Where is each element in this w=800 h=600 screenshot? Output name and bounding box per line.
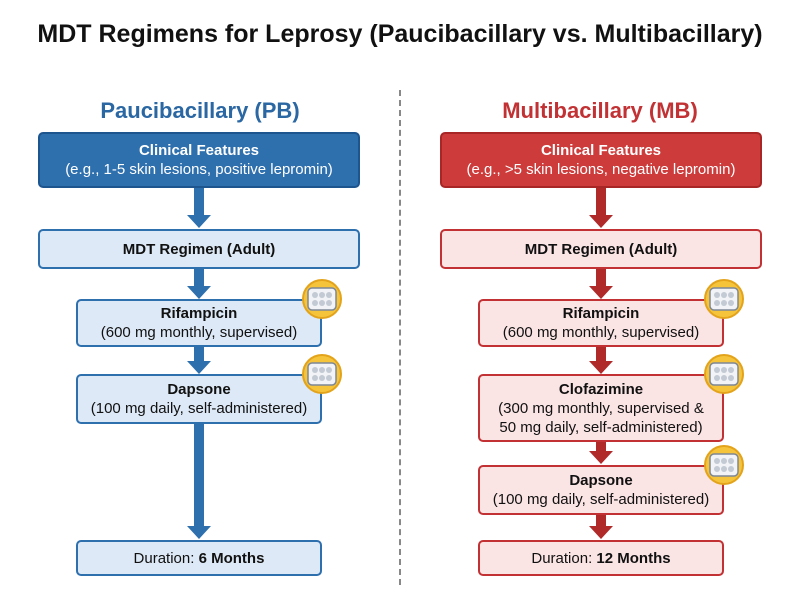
column-divider (399, 90, 401, 585)
mb-drug-name: Dapsone (569, 472, 633, 489)
pb-arrow-4 (194, 424, 204, 527)
pb-drug-name: Rifampicin (160, 305, 238, 322)
pb-arrow-2-head (187, 286, 211, 299)
pb-heading: Paucibacillary (PB) (100, 98, 300, 123)
pill-pack-icon (704, 279, 744, 319)
mb-arrow-1-head (589, 215, 613, 228)
pb-arrow-1 (194, 188, 204, 216)
mb-drug-dapsone-box: Dapsone (100 mg daily, self-administered… (478, 465, 724, 515)
mb-heading: Multibacillary (MB) (502, 98, 698, 123)
mb-drug-name: Clofazimine (558, 380, 644, 398)
mb-drug-detail-2: 50 mg daily, self-administered) (499, 418, 703, 436)
pb-clinical-detail: (e.g., 1-5 skin lesions, positive leprom… (65, 161, 333, 178)
pb-duration-label: Duration: (133, 549, 199, 567)
pb-duration-value: 6 Months (198, 549, 265, 567)
mb-regimen-box: MDT Regimen (Adult) (440, 229, 762, 269)
mb-drug-name: Rifampicin (562, 305, 640, 322)
pb-arrow-2 (194, 269, 204, 287)
pb-drug-name: Dapsone (167, 381, 231, 398)
mb-arrow-3-head (589, 361, 613, 374)
mb-duration-value: 12 Months (596, 549, 671, 567)
mb-drug-clofazimine-box: Clofazimine (300 mg monthly, supervised … (478, 374, 724, 442)
pb-clinical-features-box: Clinical Features (e.g., 1-5 skin lesion… (38, 132, 360, 188)
mb-arrow-5 (596, 515, 606, 527)
pb-arrow-3 (194, 347, 204, 362)
mb-arrow-3 (596, 347, 606, 362)
mb-arrow-4 (596, 442, 606, 452)
pb-drug-rifampicin-box: Rifampicin (600 mg monthly, supervised) (76, 299, 322, 347)
pb-arrow-4-head (187, 526, 211, 539)
mb-drug-rifampicin-box: Rifampicin (600 mg monthly, supervised) (478, 299, 724, 347)
pb-drug-detail: (600 mg monthly, supervised) (100, 324, 298, 341)
pill-pack-icon (302, 354, 342, 394)
mb-drug-detail: (600 mg monthly, supervised) (502, 324, 700, 341)
pb-arrow-3-head (187, 361, 211, 374)
mb-clinical-features-box: Clinical Features (e.g., >5 skin lesions… (440, 132, 762, 188)
mb-arrow-2-head (589, 286, 613, 299)
mb-clinical-detail: (e.g., >5 skin lesions, negative lepromi… (466, 161, 736, 178)
mb-regimen-label: MDT Regimen (Adult) (524, 240, 678, 258)
pill-pack-icon (704, 445, 744, 485)
mb-arrow-2 (596, 269, 606, 287)
pill-pack-icon (704, 354, 744, 394)
pb-drug-detail: (100 mg daily, self-administered) (90, 400, 308, 417)
mb-arrow-1 (596, 188, 606, 216)
pb-duration-box: Duration: 6 Months (76, 540, 322, 576)
pill-pack-icon (302, 279, 342, 319)
mb-drug-detail: (300 mg monthly, supervised & (498, 399, 704, 417)
mb-duration-box: Duration: 12 Months (478, 540, 724, 576)
pb-drug-dapsone-box: Dapsone (100 mg daily, self-administered… (76, 374, 322, 424)
page-title: MDT Regimens for Leprosy (Paucibacillary… (37, 20, 763, 48)
pb-arrow-1-head (187, 215, 211, 228)
pb-regimen-box: MDT Regimen (Adult) (38, 229, 360, 269)
mb-clinical-title: Clinical Features (540, 142, 662, 159)
mb-drug-detail: (100 mg daily, self-administered) (492, 491, 710, 508)
pb-regimen-label: MDT Regimen (Adult) (122, 240, 276, 258)
mb-arrow-5-head (589, 526, 613, 539)
mb-duration-label: Duration: (531, 549, 597, 567)
mb-arrow-4-head (589, 451, 613, 464)
pb-clinical-title: Clinical Features (138, 142, 260, 159)
